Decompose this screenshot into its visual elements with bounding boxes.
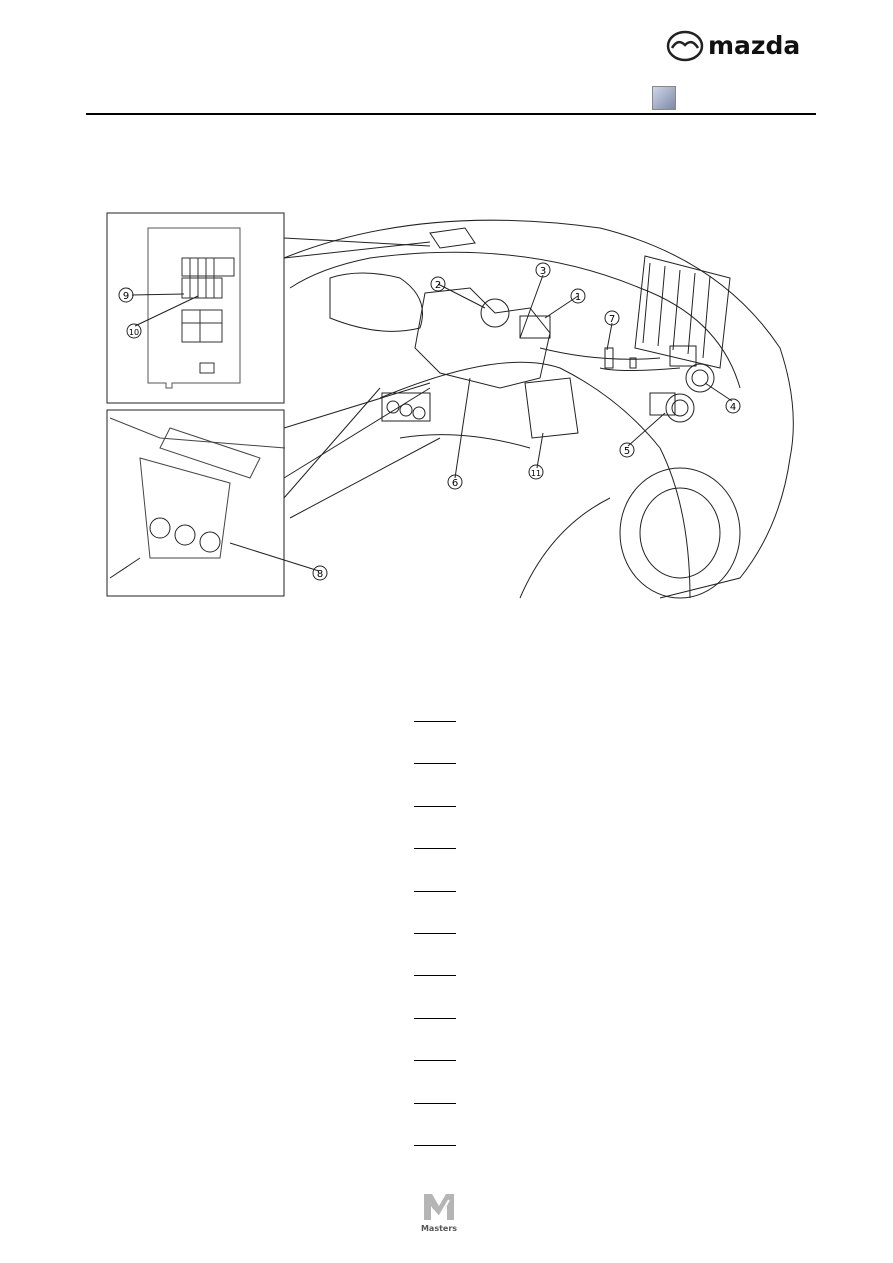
component-location-diagram: 1 2 3 4 5 6 7 8 9 10 11	[106, 212, 794, 599]
legend-blank-line	[414, 975, 456, 977]
control-panel-inset	[106, 409, 285, 597]
callout-4: 4	[730, 402, 736, 413]
masters-logo: Masters	[416, 1190, 462, 1236]
legend-blank-line	[414, 1017, 456, 1019]
legend-blank-line	[414, 890, 456, 892]
callout-11: 11	[531, 469, 541, 478]
legend-blank-line	[414, 848, 456, 850]
callout-1: 1	[575, 292, 581, 303]
footer-brand: Masters	[420, 1224, 458, 1233]
callout-8: 8	[317, 569, 323, 580]
callout-3: 3	[540, 266, 546, 277]
callout-10: 10	[129, 328, 139, 337]
legend-blank-line	[414, 933, 456, 934]
callout-2: 2	[435, 280, 441, 291]
fuse-box-inset	[106, 212, 285, 404]
mazda-emblem-icon	[666, 30, 704, 62]
callout-markers	[118, 262, 741, 581]
legend-blank-line	[414, 763, 456, 765]
mazda-logo: mazda	[666, 28, 816, 66]
callout-5: 5	[624, 446, 630, 457]
callout-9: 9	[123, 291, 129, 302]
brand-wordmark: mazda	[708, 31, 801, 60]
legend-blank-line	[414, 1060, 456, 1062]
legend-blank-line	[414, 805, 456, 807]
legend-blank-line	[414, 1102, 456, 1104]
header-divider	[86, 113, 816, 115]
masters-m-icon	[424, 1194, 454, 1220]
callout-6: 6	[452, 478, 458, 489]
callout-7: 7	[609, 314, 615, 325]
legend-blank-line	[414, 1145, 456, 1146]
legend-blank-line	[414, 721, 456, 722]
manual-gear-icon	[652, 86, 676, 110]
